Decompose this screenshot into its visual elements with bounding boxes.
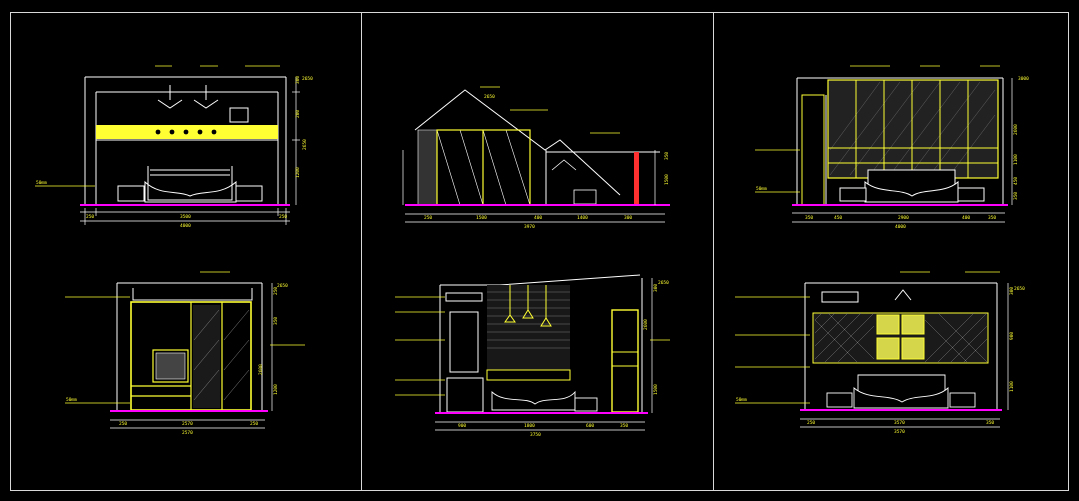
elevation-3: 2600 1100 450 350 3000 350 450 2900 400 … bbox=[755, 65, 1029, 230]
elevation-5-dim-right-2: 1500 bbox=[653, 384, 659, 395]
elevation-6-left-note: 50mm bbox=[736, 397, 747, 403]
sheet-frame bbox=[10, 12, 1069, 491]
elevation-4-total: 2570 bbox=[182, 430, 193, 436]
tv-screen bbox=[155, 352, 186, 380]
elevation-2-dim-bottom-1: 1500 bbox=[476, 215, 487, 221]
elevation-3-dim-top: 3000 bbox=[1018, 76, 1029, 82]
elevation-5-dim-bottom-0: 900 bbox=[458, 423, 466, 429]
red-post bbox=[634, 152, 639, 205]
elevation-1-dim-top: 2650 bbox=[302, 76, 313, 82]
bed bbox=[491, 390, 598, 412]
elevation-2-dim-bottom-0: 250 bbox=[424, 215, 432, 221]
elevation-1-dim-bottom-1: 3500 bbox=[180, 214, 191, 220]
elevation-3-dim-right-3: 350 bbox=[1013, 192, 1019, 200]
bed bbox=[839, 169, 985, 203]
elevation-1-dim-right-0: 300 bbox=[295, 76, 301, 84]
elevation-5-dim-bottom-3: 350 bbox=[620, 423, 628, 429]
elevation-1-dim-right-1: 200 bbox=[295, 110, 301, 118]
elevation-4-dim-right-0: 250 bbox=[273, 287, 279, 295]
elevation-6-dim-top: 2650 bbox=[1014, 286, 1025, 292]
elevation-5-dim-bottom-2: 600 bbox=[586, 423, 594, 429]
glass-panel bbox=[193, 305, 220, 408]
elevation-2-total: 3970 bbox=[524, 224, 535, 230]
elevation-6-dim-bottom-2: 350 bbox=[986, 420, 994, 426]
elevation-3-dim-bottom-2: 2900 bbox=[898, 215, 909, 221]
elevation-5-dim-top: 2650 bbox=[658, 280, 669, 286]
elevation-6-dim-right-1: 900 bbox=[1009, 332, 1015, 340]
elevation-2-dim-bottom-2: 400 bbox=[534, 215, 542, 221]
quilted-headboard bbox=[812, 312, 989, 364]
elevation-2-dim-top: 2650 bbox=[484, 94, 495, 100]
elevation-4-dim-right-1: 350 bbox=[273, 317, 279, 325]
elevation-4-dim-right-3: 1200 bbox=[273, 384, 279, 395]
elevation-5-dim-right-1: 2600 bbox=[643, 319, 649, 330]
elevation-6-dim-bottom-0: 250 bbox=[807, 420, 815, 426]
center-panels bbox=[876, 314, 925, 360]
headboard-panels bbox=[827, 79, 999, 179]
elevation-3-dim-right-2: 450 bbox=[1013, 177, 1019, 185]
elevation-3-dim-right-0: 2600 bbox=[1013, 124, 1019, 135]
elevation-6-dim-bottom-1: 3570 bbox=[894, 420, 905, 426]
elevation-1-dim-right-3: 1200 bbox=[295, 167, 301, 178]
elevation-2-dim-bottom-3: 1400 bbox=[577, 215, 588, 221]
elevation-6: 300 900 1100 2650 250 3570 350 3570 50mm bbox=[735, 271, 1025, 435]
elevation-3-dim-bottom-0: 350 bbox=[805, 215, 813, 221]
elevation-3-dim-bottom-3: 400 bbox=[962, 215, 970, 221]
elevation-3-total: 4000 bbox=[895, 224, 906, 230]
elevation-1-left-note: 50mm bbox=[36, 180, 47, 186]
elevation-3-dim-bottom-1: 450 bbox=[834, 215, 842, 221]
elevation-1-dim-right-2: 2650 bbox=[302, 139, 308, 150]
elevation-5-total: 3750 bbox=[530, 432, 541, 438]
elevation-1: 300 200 2650 1200 2650 250 3500 250 4000… bbox=[35, 65, 313, 229]
elevation-1-total: 4000 bbox=[180, 223, 191, 229]
elevation-6-dim-right-0: 300 bbox=[1009, 287, 1015, 295]
elevation-4-dim-right-2: 2600 bbox=[258, 364, 264, 375]
elevation-5-dim-right-0: 300 bbox=[653, 284, 659, 292]
elevation-4-dim-bottom-2: 250 bbox=[250, 421, 258, 427]
elevation-3-left-note: 50mm bbox=[756, 186, 767, 192]
elevation-4-left-note: 50mm bbox=[66, 397, 77, 403]
elevation-3-dim-right-1: 1100 bbox=[1013, 154, 1019, 165]
elevation-1-dim-bottom-0: 250 bbox=[86, 214, 94, 220]
elevation-5-dim-bottom-1: 1800 bbox=[524, 423, 535, 429]
elevation-4: 250 350 2600 1200 2650 250 2570 250 2570… bbox=[65, 271, 305, 436]
elevation-6-total: 3570 bbox=[894, 429, 905, 435]
elevation-3-dim-bottom-4: 350 bbox=[988, 215, 996, 221]
elevation-1-dim-bottom-2: 250 bbox=[279, 214, 287, 220]
elevation-2-dim-bottom-4: 300 bbox=[624, 215, 632, 221]
elevation-4-dim-bottom-1: 2570 bbox=[182, 421, 193, 427]
wall-hatch bbox=[417, 129, 438, 206]
elevation-4-dim-bottom-0: 250 bbox=[119, 421, 127, 427]
elevation-2-dim-right-1: 1500 bbox=[664, 174, 670, 185]
bed bbox=[826, 374, 976, 409]
elevation-4-dim-top: 2650 bbox=[277, 283, 288, 289]
pendant-lamps bbox=[504, 285, 552, 327]
elevation-2: 350 1500 2650 250 1500 400 1400 300 3970 bbox=[402, 86, 670, 230]
elevation-6-dim-right-2: 1100 bbox=[1009, 381, 1015, 392]
elevation-2-dim-right-0: 350 bbox=[664, 152, 670, 160]
elevation-5: 300 2600 1500 2650 900 1800 600 350 3750 bbox=[395, 274, 670, 438]
bed bbox=[117, 166, 263, 203]
